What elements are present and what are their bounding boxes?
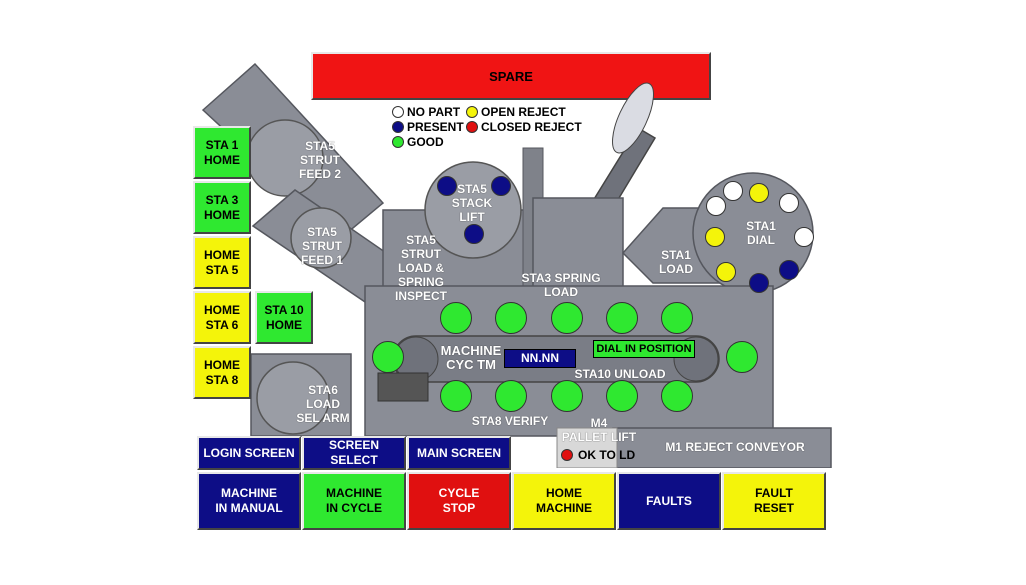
white-dot-icon [392, 106, 404, 118]
red-status-icon [561, 449, 573, 461]
ok-to-load-indicator: OK TO LD [561, 448, 635, 462]
m4-pallet-lift-label: M4 PALLET LIFT [561, 416, 637, 444]
faults-button[interactable]: FAULTS [617, 472, 721, 530]
home-sta6-button[interactable]: HOME STA 6 [193, 291, 251, 344]
pallet-status [726, 341, 758, 373]
dial-nest-status [749, 183, 769, 203]
legend-closed-reject: CLOSED REJECT [466, 120, 582, 134]
dial-nest-status [723, 181, 743, 201]
pallet-status [440, 302, 472, 334]
sta5-strut-feed2-label: STA5 STRUT FEED 2 [298, 139, 341, 181]
stack-lift-nest-status [437, 176, 457, 196]
sta6-load-sel-arm-label: STA6 LOAD SEL ARM [296, 383, 350, 425]
machine-in-manual-button[interactable]: MACHINE IN MANUAL [197, 472, 301, 530]
reject-conveyor-label: M1 REJECT CONVEYOR [665, 440, 805, 454]
sta1-home-button[interactable]: STA 1 HOME [193, 126, 251, 179]
home-sta8-button[interactable]: HOME STA 8 [193, 346, 251, 399]
sta5-strut-feed1-label: STA5 STRUT FEED 1 [300, 225, 343, 267]
sta3-spring-load-label: STA3 SPRING LOAD [521, 271, 601, 299]
pallet-status [372, 341, 404, 373]
dial-nest-status [749, 273, 769, 293]
legend-label: PRESENT [407, 120, 464, 134]
dial-nest-status [716, 262, 736, 282]
pallet-status [606, 380, 638, 412]
green-dot-icon [392, 136, 404, 148]
legend-label: CLOSED REJECT [481, 120, 582, 134]
pallet-status [551, 302, 583, 334]
sta10-unload-label: STA10 UNLOAD [574, 367, 666, 381]
legend-label: GOOD [407, 135, 444, 149]
screen-select-button[interactable]: SCREEN SELECT [302, 436, 406, 470]
cycle-time-value: NN.NN [504, 349, 576, 368]
home-machine-button[interactable]: HOME MACHINE [512, 472, 616, 530]
red-dot-icon [466, 121, 478, 133]
sta1-dial-label: STA1 DIAL [746, 219, 776, 247]
pallet-status [440, 380, 472, 412]
dial-nest-status [706, 196, 726, 216]
sta5-stack-lift-label: STA5 STACK LIFT [451, 182, 493, 224]
pallet-status [661, 302, 693, 334]
pallet-status [495, 302, 527, 334]
legend-good: GOOD [392, 135, 444, 149]
machine-in-cycle-button[interactable]: MACHINE IN CYCLE [302, 472, 406, 530]
legend-label: OPEN REJECT [481, 105, 566, 119]
navy-dot-icon [392, 121, 404, 133]
sta5-strut-load-label: STA5 STRUT LOAD & SPRING INSPECT [394, 233, 447, 303]
main-screen-button[interactable]: MAIN SCREEN [407, 436, 511, 470]
pallet-status [495, 380, 527, 412]
home-sta5-button[interactable]: HOME STA 5 [193, 236, 251, 289]
dial-nest-status [779, 193, 799, 213]
pallet-status [606, 302, 638, 334]
sta8-verify-label: STA8 VERIFY [471, 414, 549, 428]
legend-open-reject: OPEN REJECT [466, 105, 566, 119]
stack-lift-nest-status [491, 176, 511, 196]
machine-cycle-time-label: MACHINE CYC TM [440, 343, 502, 372]
legend-no-part: NO PART [392, 105, 460, 119]
dial-nest-status [794, 227, 814, 247]
fault-reset-button[interactable]: FAULT RESET [722, 472, 826, 530]
ok-to-load-label: OK TO LD [578, 448, 636, 462]
sta10-home-button[interactable]: STA 10 HOME [255, 291, 313, 344]
dial-nest-status [779, 260, 799, 280]
sta3-home-button[interactable]: STA 3 HOME [193, 181, 251, 234]
sta1-load-label: STA1 LOAD [659, 248, 693, 276]
cycle-stop-button[interactable]: CYCLE STOP [407, 472, 511, 530]
dial-nest-status [705, 227, 725, 247]
legend-label: NO PART [407, 105, 461, 119]
stack-lift-nest-status [464, 224, 484, 244]
pallet-status [661, 380, 693, 412]
yellow-dot-icon [466, 106, 478, 118]
pallet-status [551, 380, 583, 412]
legend-present: PRESENT [392, 120, 464, 134]
dial-in-position-indicator: DIAL IN POSITION [593, 340, 695, 358]
login-screen-button[interactable]: LOGIN SCREEN [197, 436, 301, 470]
